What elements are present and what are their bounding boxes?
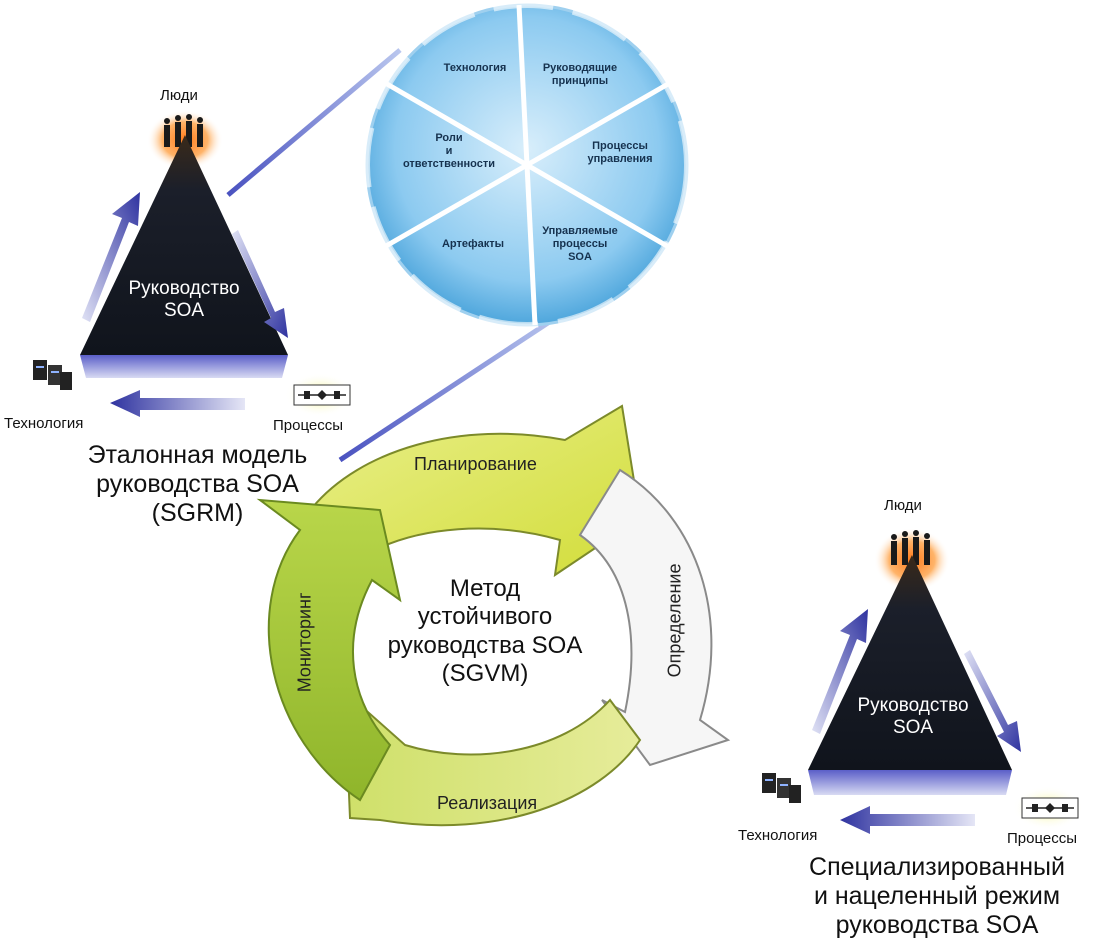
triangle-base [80, 355, 288, 378]
wheel-segment-managed-line1: Управляемые [542, 225, 618, 237]
wheel-segment-artifacts: Артефакты [418, 238, 528, 251]
specialized-title-line2: SOA [892, 716, 934, 738]
governance-wheel [364, 2, 690, 328]
cycle-realization-label: Реализация [437, 793, 538, 813]
cycle-planning-label: Планирование [414, 454, 537, 474]
sgrm-technology-label: Технология [4, 415, 84, 432]
arrow-down-right [232, 230, 288, 338]
people-icon-right [891, 530, 930, 565]
sgrm-triangle-title: Руководство SOA [104, 278, 264, 322]
sgrm-caption-line2: руководства SOA [96, 469, 299, 498]
cycle-center-line2: устойчивого [417, 603, 553, 631]
cycle-center-line1: Метод [449, 575, 521, 602]
planning-arrow [310, 404, 642, 578]
wheel-segment-artifacts-line1: Артефакты [441, 238, 505, 250]
monitoring-arrow [256, 498, 402, 802]
arrow-down-right-right [964, 650, 1021, 752]
wheel-segment-managed-line2: процессы [552, 238, 608, 251]
specialized-people-label: Люди [884, 497, 922, 514]
people-icon [164, 114, 203, 147]
wheel-segment-mgmt-line1: Процессы [592, 140, 648, 152]
sgrm-title-line1: Руководство [128, 278, 240, 299]
realization-arrow [346, 698, 642, 827]
specialized-triangle-group [762, 528, 1083, 834]
sgrm-caption-line1: Эталонная модель [87, 441, 308, 469]
sgrm-triangle-group [33, 110, 355, 417]
wheel-segment-principles-line2: принципы [551, 75, 609, 88]
sgrm-caption: Эталонная модель руководства SOA (SGRM) [60, 441, 335, 527]
wheel-segment-managed-soa-processes: Управляемые процессы SOA [525, 225, 635, 265]
sgrm-title-line2: SOA [163, 299, 205, 321]
wheel-segment-guiding-principles: Руководящие принципы [525, 62, 635, 88]
sgvm-cycle [256, 404, 731, 827]
definition-arrow [578, 468, 731, 767]
cycle-definition-label: Определение [664, 563, 685, 678]
specialized-triangle-title: Руководство SOA [833, 695, 993, 739]
arrow-left-right [840, 806, 975, 834]
wheel-segment-mgmt-line2: управления [587, 153, 653, 166]
process-flow-icon-right [1021, 797, 1079, 819]
wheel-segment-principles-line1: Руководящие [542, 62, 618, 74]
triangle-base-right [808, 770, 1012, 795]
servers-icon [33, 360, 72, 390]
connector-sgrm-wheel [226, 48, 402, 197]
specialized-caption: Специализированный и нацеленный режим ру… [778, 853, 1096, 939]
cycle-monitoring-label: Мониторинг [294, 592, 315, 693]
wheel-segment-technology-line1: Технология [443, 62, 507, 74]
specialized-processes-label: Процессы [1007, 830, 1078, 847]
connector-wheel-cycle [338, 312, 562, 463]
specialized-caption-line1: Специализированный [809, 853, 1065, 881]
sgrm-processes-label: Процессы [273, 417, 344, 434]
cycle-center-line4: (SGVM) [441, 659, 529, 687]
sgrm-caption-line3: (SGRM) [151, 498, 244, 527]
wheel-segment-technology: Технология [420, 62, 530, 75]
specialized-caption-line3: руководства SOA [835, 910, 1039, 939]
wheel-segment-roles-line1: Роли [435, 132, 463, 144]
specialized-caption-line2: и нацеленный режим [813, 881, 1061, 910]
wheel-segment-roles-line2: и [445, 145, 453, 158]
wheel-segment-roles: Роли и ответственности [384, 132, 514, 172]
wheel-segment-managed-line3: SOA [568, 251, 592, 264]
wheel-segment-roles-line3: ответственности [402, 158, 496, 171]
governance-triangle [80, 135, 288, 355]
governance-triangle-right [808, 555, 1012, 770]
arrow-left [110, 390, 245, 417]
arrow-up-left-right [812, 609, 868, 734]
sgrm-people-label: Люди [160, 87, 198, 104]
process-flow-icon [293, 384, 351, 406]
arrow-up-left [82, 192, 140, 322]
servers-icon-right [762, 773, 801, 803]
cycle-center-title: Метод устойчивого руководства SOA (SGVM) [370, 575, 600, 688]
wheel-dividers [384, 4, 670, 326]
specialized-technology-label: Технология [738, 827, 818, 844]
wheel-segment-management-processes: Процессы управления [565, 140, 675, 166]
cycle-center-line3: руководства SOA [387, 631, 583, 659]
specialized-title-line1: Руководство [857, 695, 969, 716]
